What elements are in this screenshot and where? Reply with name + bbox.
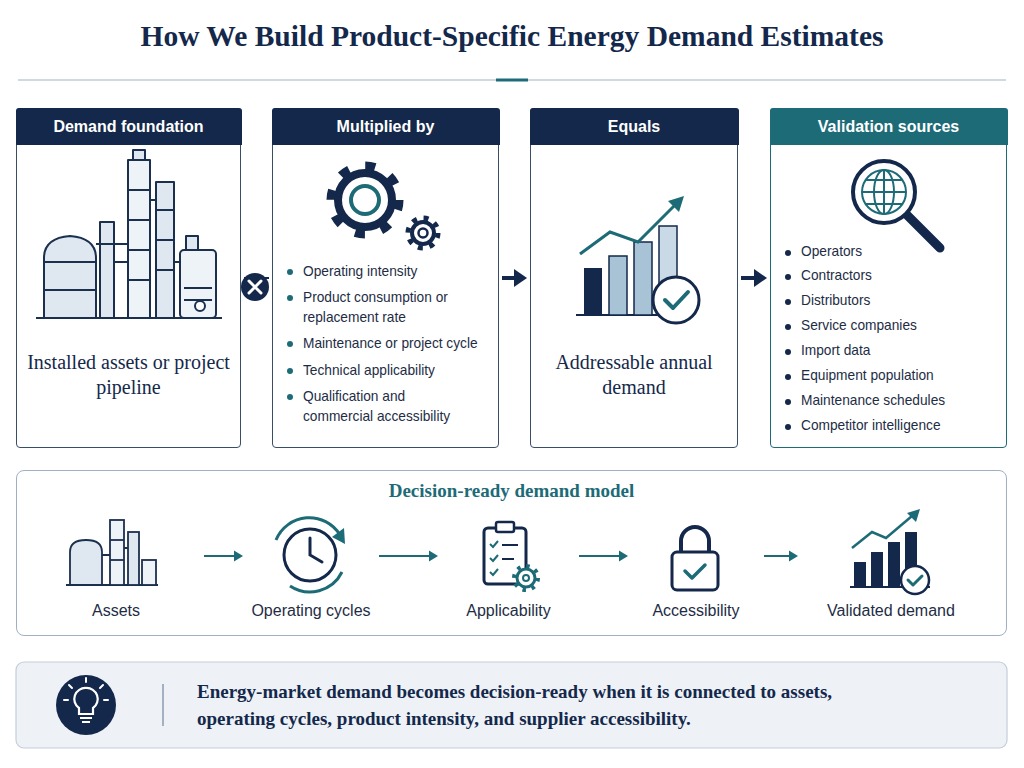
title-rule — [18, 80, 1006, 81]
flow-arrow — [204, 551, 243, 562]
stage-panel: Validation sourcesOperatorsContractorsDi… — [770, 108, 1007, 448]
flow-arrow — [741, 269, 767, 287]
gears-icon — [331, 166, 438, 248]
bullet-item: Qualification and commercial accessibili… — [287, 387, 478, 426]
model-step: Operating cycles — [246, 506, 376, 631]
bullet-item: Maintenance schedules — [785, 389, 986, 414]
clock-icon — [276, 518, 345, 592]
bullet-item: Equipment population — [785, 364, 986, 389]
step-label: Accessibility — [631, 602, 761, 620]
model-band: Decision-ready demand modelAssets Operati… — [16, 470, 1007, 636]
chart-icon — [576, 196, 699, 323]
bullet-item: Technical applicability — [287, 361, 478, 381]
stage-panel: Multiplied by Operating intensityProduct … — [272, 108, 499, 448]
step-label: Operating cycles — [246, 602, 376, 620]
panel-header: Multiplied by — [272, 108, 500, 145]
panel-header: Equals — [530, 108, 739, 145]
clipboard-icon — [484, 522, 538, 590]
panel-header: Validation sources — [770, 108, 1008, 145]
diagram-title: How We Build Product-Specific Energy Dem… — [0, 20, 1024, 53]
step-label: Applicability — [441, 602, 576, 620]
bullet-item: Operators — [785, 240, 986, 265]
model-step: Validated demand — [801, 506, 981, 631]
panel-body-text: Installed assets or project pipeline — [17, 350, 240, 400]
lightbulb-icon — [56, 675, 163, 735]
bullet-item: Distributors — [785, 289, 986, 314]
model-step: Accessibility — [631, 506, 761, 631]
model-step: Assets — [31, 506, 201, 631]
bullet-item: Service companies — [785, 314, 986, 339]
validated-chart-icon — [850, 509, 930, 594]
insight-box: Energy-market demand becomes decision-re… — [16, 662, 1007, 748]
assets-icon — [66, 520, 158, 585]
bullet-item: Operating intensity — [287, 262, 478, 282]
step-label: Assets — [31, 602, 201, 620]
bullet-item: Contractors — [785, 264, 986, 289]
flow-arrow — [764, 551, 798, 562]
bullet-item: Product consumption or replacement rate — [287, 288, 478, 327]
bullet-item: Import data — [785, 339, 986, 364]
step-label: Validated demand — [801, 602, 981, 620]
multiply-symbol — [241, 273, 269, 301]
footer-ground — [16, 662, 1007, 748]
stage-panel: EqualsAddressable annual demand — [530, 108, 738, 448]
globe-magnifier-icon — [853, 161, 940, 248]
panel-body-text: Addressable annual demand — [531, 350, 737, 400]
stage-panel: Demand foundationInstalled assets or pro… — [16, 108, 241, 448]
flow-arrow — [379, 551, 438, 562]
flow-arrow — [579, 551, 628, 562]
bullet-item: Competitor intelligence — [785, 414, 986, 439]
insight-text: Energy-market demand becomes decision-re… — [197, 678, 837, 732]
band-title: Decision-ready demand model — [17, 480, 1006, 502]
plant-illustration — [36, 150, 222, 318]
flow-arrow — [502, 269, 527, 287]
bullet-item: Maintenance or project cycle — [287, 334, 478, 354]
panel-header: Demand foundation — [16, 108, 242, 145]
lock-icon — [672, 527, 718, 590]
model-step: Applicability — [441, 506, 576, 631]
